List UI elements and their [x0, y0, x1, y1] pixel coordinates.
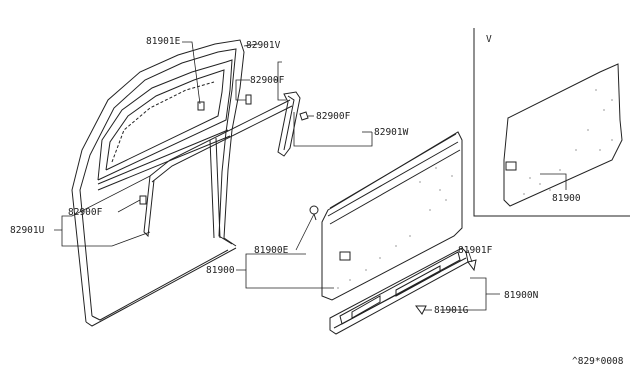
inset-frame — [473, 28, 630, 217]
door-window — [97, 59, 233, 191]
callout-82901W: 82901W — [374, 127, 409, 138]
callout-81900E: 81900E — [254, 245, 289, 256]
clip-82900F-mid — [299, 111, 309, 121]
callout-82901V: 82901V — [246, 40, 281, 51]
lower-trim-81900N — [329, 247, 469, 335]
leader-lines — [54, 41, 567, 311]
callout-82901U: 82901U — [10, 225, 45, 236]
inset-panel-81900 — [503, 63, 623, 207]
callout-81901F: 81901F — [458, 245, 493, 256]
callout-82900F-top: 82900F — [250, 75, 285, 86]
callout-81900N: 81900N — [504, 290, 539, 301]
clip-82900F-left — [139, 195, 147, 205]
callout-81901E: 81901E — [146, 36, 181, 47]
callout-82900F-left: 82900F — [68, 207, 103, 218]
callout-labels: 81901E 82901V 82900F 82900F 82901W 82900… — [10, 34, 624, 367]
fastener-81900E — [309, 205, 319, 221]
callout-81900-inset: 81900 — [552, 193, 581, 204]
callout-82900F-mid: 82900F — [316, 111, 351, 122]
footer-code: ^829*0008 — [572, 356, 624, 367]
weatherstrip-82901V — [143, 99, 293, 238]
clip-82900F-top — [245, 94, 252, 105]
trim-panel-81900 — [321, 131, 463, 301]
inset-label: V — [486, 34, 492, 45]
weatherstrip-82901W — [277, 91, 301, 157]
door-frame — [71, 39, 245, 327]
callout-81900-left: 81900 — [206, 265, 235, 276]
callout-81901G: 81901G — [434, 305, 469, 316]
